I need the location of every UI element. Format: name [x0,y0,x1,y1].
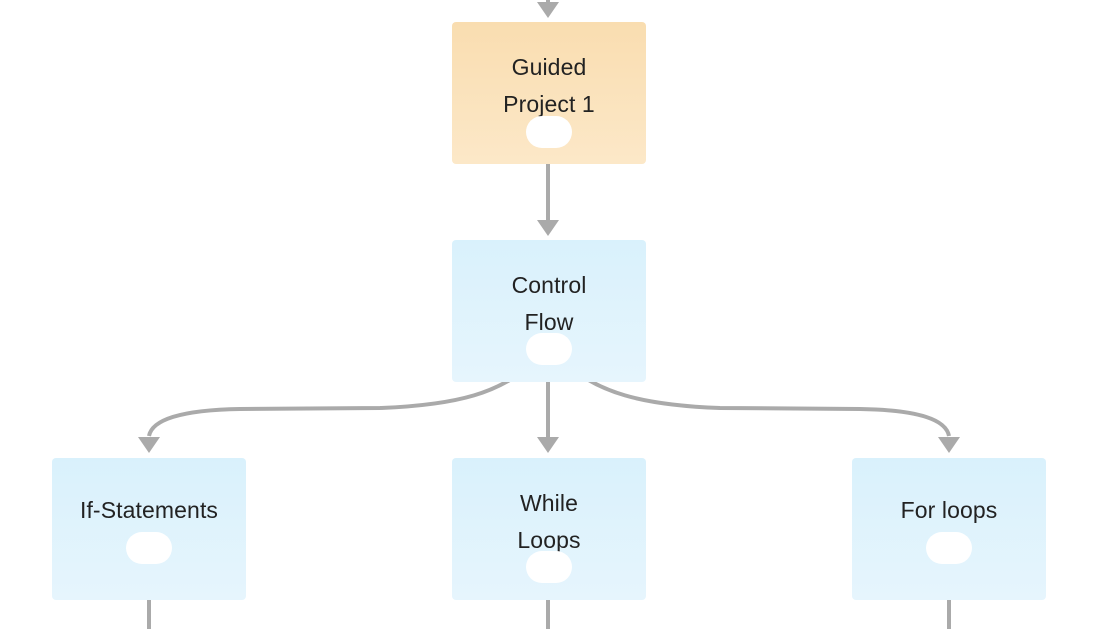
node-label-control-flow: Control Flow [511,272,587,335]
edge-incoming-guided-project-1 [537,0,559,18]
node-if-statements[interactable]: If-Statements [52,458,246,600]
node-expand-toggle[interactable] [526,116,572,148]
node-for-loops[interactable]: For loops [852,458,1046,600]
node-while-loops[interactable]: While Loops [452,458,646,600]
node-label-for-loops: For loops [900,496,998,523]
node-expand-toggle[interactable] [126,532,172,564]
node-label-if-statements: If-Statements [79,496,219,523]
node-control-flow[interactable]: Control Flow [452,240,646,382]
edge-control-flow-to-for-loops [564,362,960,453]
node-label-while-loops: While Loops [517,490,581,553]
edge-control-flow-to-if-statements [138,362,534,453]
node-expand-toggle[interactable] [926,532,972,564]
node-label-guided-project-1: Guided Project 1 [503,54,595,117]
node-guided-project-1[interactable]: Guided Project 1 [452,22,646,164]
node-expand-toggle[interactable] [526,333,572,365]
node-expand-toggle[interactable] [526,551,572,583]
